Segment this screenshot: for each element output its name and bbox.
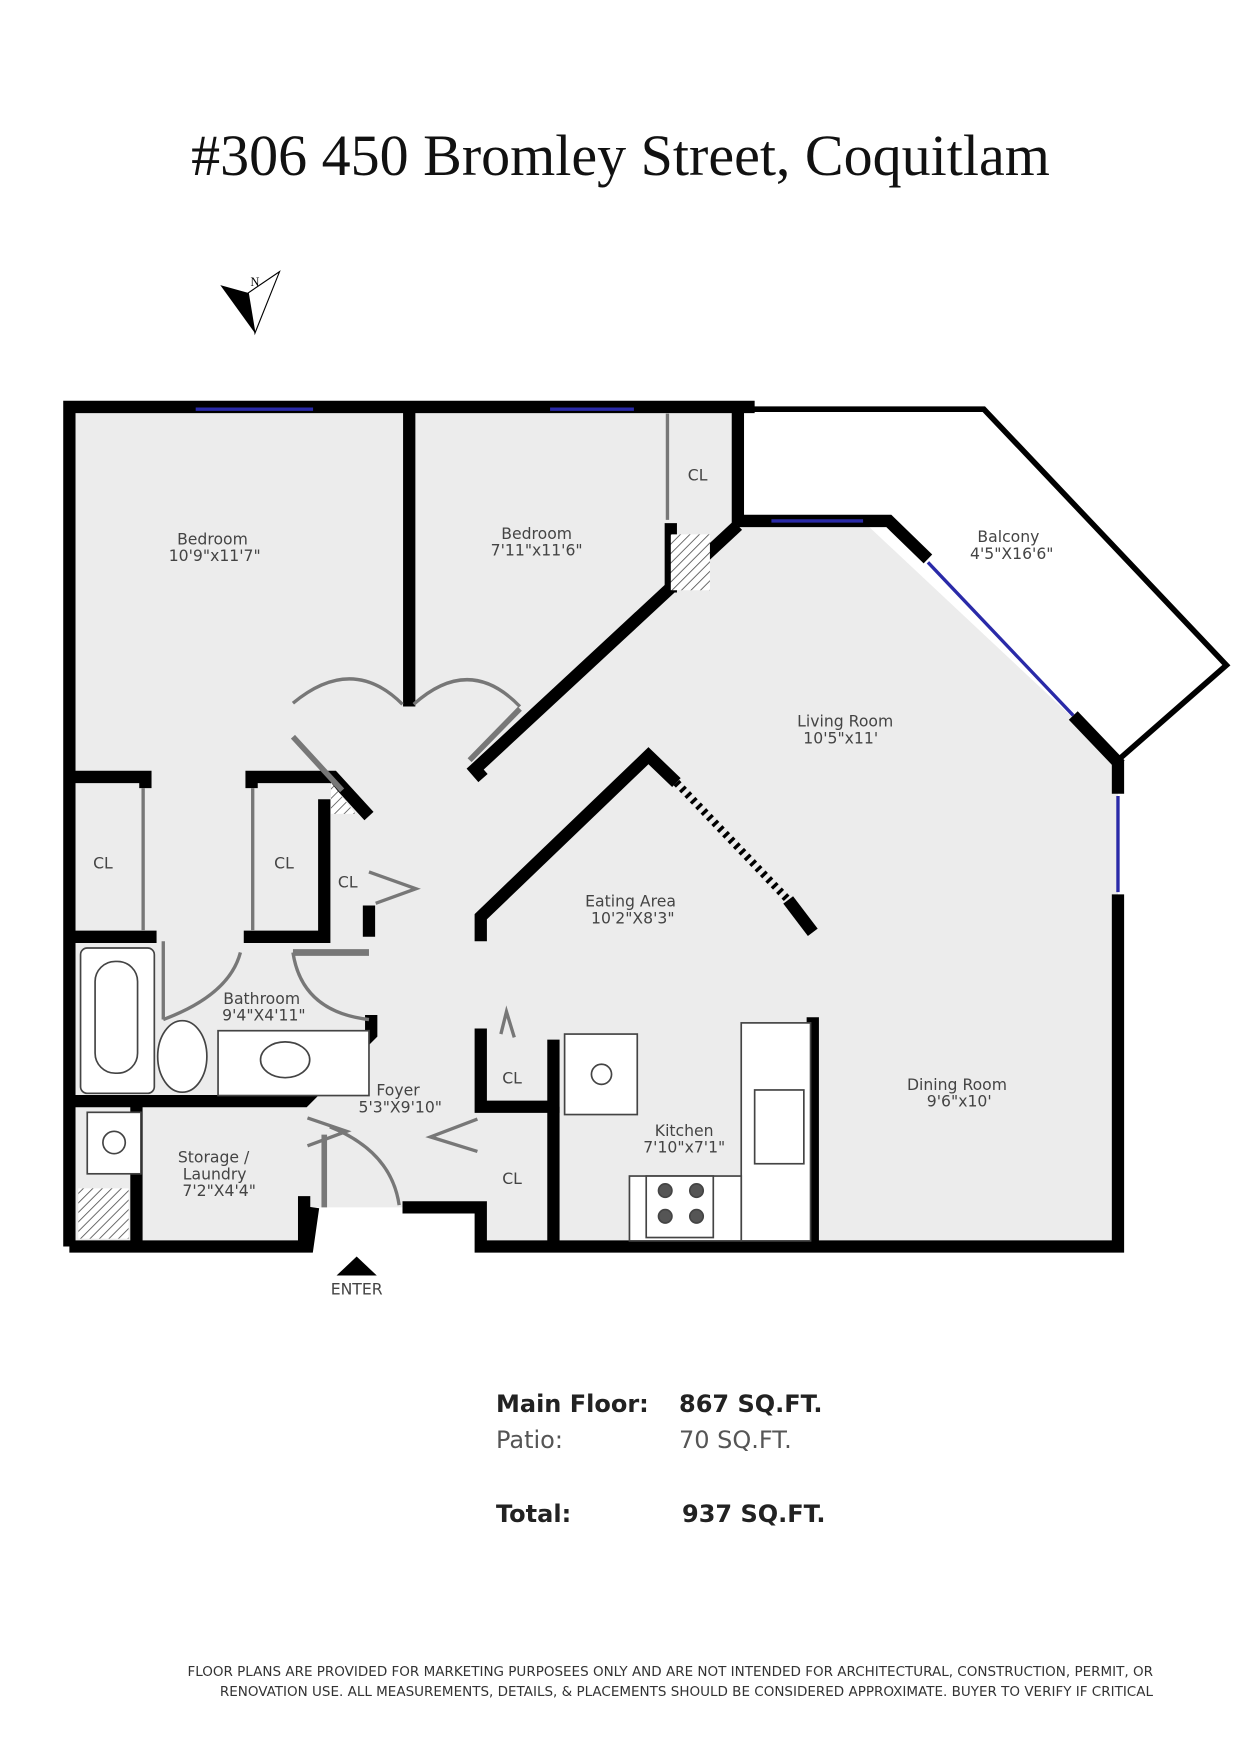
- room-dim: 10'2"X8'3": [591, 908, 674, 927]
- room-dim: 9'4"X4'11": [222, 1006, 305, 1025]
- washer-icon: [86, 1111, 142, 1175]
- closet-label: CL: [93, 854, 113, 873]
- room-name: Bathroom: [223, 989, 300, 1008]
- room-dim: 9'6"x10': [927, 1092, 992, 1111]
- enter-label: ENTER: [331, 1280, 383, 1299]
- closet-doors: [141, 413, 670, 1208]
- disclaimer-line: FLOOR PLANS ARE PROVIDED FOR MARKETING P…: [187, 1664, 1153, 1680]
- windows: [195, 407, 1120, 893]
- disclaimer: FLOOR PLANS ARE PROVIDED FOR MARKETING P…: [187, 1662, 1153, 1702]
- room-name: Foyer: [376, 1081, 420, 1100]
- closet-label: CL: [502, 1169, 522, 1188]
- room-dim: 7'11"x11'6": [491, 541, 583, 560]
- main-floor-label: Main Floor:: [496, 1390, 649, 1418]
- svg-text:N: N: [250, 275, 259, 289]
- room-dim: 7'2"X4'4": [182, 1181, 256, 1200]
- patio-value: 70 SQ.FT.: [679, 1426, 792, 1454]
- room-name: Bedroom: [177, 529, 248, 548]
- closet-label: CL: [502, 1068, 522, 1087]
- room-name: Balcony: [977, 527, 1039, 546]
- room-name: Living Room: [797, 712, 893, 731]
- patio-label: Patio:: [496, 1426, 563, 1454]
- hatched-shaft: [670, 534, 710, 591]
- closet-label: CL: [274, 854, 294, 873]
- room-dim: 10'9"x11'7": [169, 546, 261, 565]
- room-name: Bedroom: [501, 524, 572, 543]
- toilet-icon: [156, 1019, 208, 1094]
- room-name: Kitchen: [655, 1121, 714, 1140]
- room-name: Storage /: [178, 1148, 250, 1167]
- north-arrow-icon: N: [220, 270, 281, 336]
- page-title: #306 450 Bromley Street, Coquitlam: [191, 123, 1050, 188]
- fixtures: [79, 947, 812, 1242]
- room-name: Eating Area: [585, 892, 676, 911]
- room-name: Laundry: [183, 1164, 247, 1183]
- stove-icon: [645, 1175, 715, 1239]
- disclaimer-line: RENOVATION USE. ALL MEASUREMENTS, DETAIL…: [219, 1684, 1153, 1700]
- room-name: Dining Room: [907, 1075, 1007, 1094]
- kitchen-sink-icon: [753, 1089, 805, 1165]
- closet-label: CL: [688, 466, 708, 485]
- closet-label: CL: [338, 873, 358, 892]
- room-dim: 7'10"x7'1": [643, 1138, 725, 1157]
- main-floor-value: 867 SQ.FT.: [679, 1390, 823, 1418]
- walls: [63, 400, 1125, 1253]
- room-dim: 10'5"x11': [803, 728, 878, 747]
- room-dim: 4'5"X16'6": [970, 544, 1053, 563]
- enter-arrow-icon: [336, 1256, 377, 1276]
- room-dim: 5'3"X9'10": [359, 1097, 442, 1116]
- sink-icon: [259, 1041, 311, 1079]
- total-label: Total:: [496, 1500, 572, 1528]
- total-value: 937 SQ.FT.: [682, 1500, 826, 1528]
- hatched-shaft: [78, 1188, 129, 1239]
